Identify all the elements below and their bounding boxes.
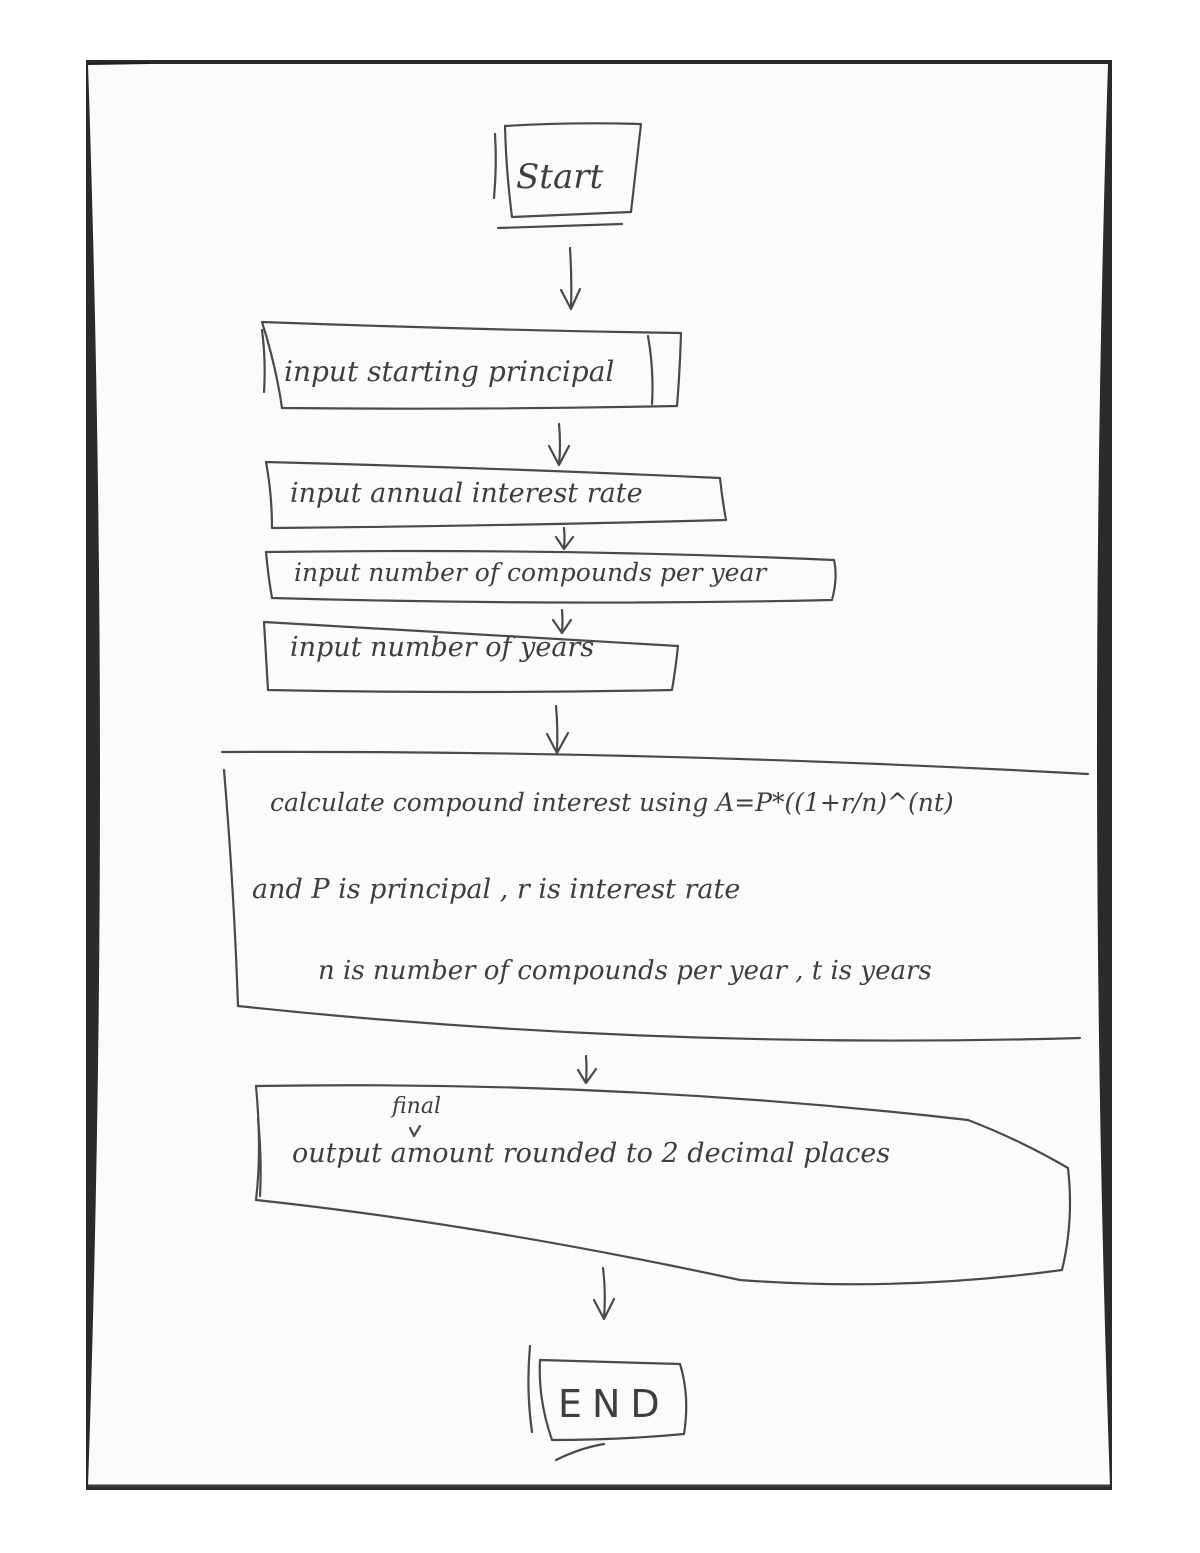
end-box	[538, 1358, 688, 1442]
arrow-principal-to-rate	[547, 422, 571, 467]
arrow-calculation-to-output	[576, 1054, 598, 1085]
calculation-box	[220, 750, 1090, 776]
calculation-line-1: calculate compound interest using A=P*((…	[270, 788, 954, 817]
end-label: END	[558, 1382, 670, 1426]
arrow-output-to-end	[592, 1266, 616, 1321]
input-compounds-box	[264, 549, 837, 604]
insert-caret	[408, 1124, 422, 1138]
start-box	[503, 122, 643, 219]
output-box	[254, 1084, 1072, 1286]
calculation-line-3: n is number of compounds per year , t is…	[318, 956, 932, 986]
input-years-box	[262, 620, 680, 694]
input-years-label: input number of years	[290, 632, 595, 663]
arrow-start-to-principal	[559, 246, 582, 311]
input-compounds-label: input number of compounds per year	[294, 558, 767, 587]
calculation-line-2: and P is principal , r is interest rate	[252, 874, 741, 905]
start-label: Start	[516, 157, 604, 197]
input-principal-label: input starting principal	[284, 355, 615, 388]
arrow-rate-to-compounds	[554, 526, 575, 551]
input-rate-box	[264, 460, 728, 530]
input-principal-box	[260, 320, 683, 410]
output-insert-note: final	[392, 1094, 441, 1119]
arrow-years-to-calculation	[545, 704, 570, 755]
input-rate-label: input annual interest rate	[290, 478, 643, 509]
output-label: output amount rounded to 2 decimal place…	[292, 1138, 891, 1169]
arrow-compounds-to-years	[551, 608, 573, 635]
